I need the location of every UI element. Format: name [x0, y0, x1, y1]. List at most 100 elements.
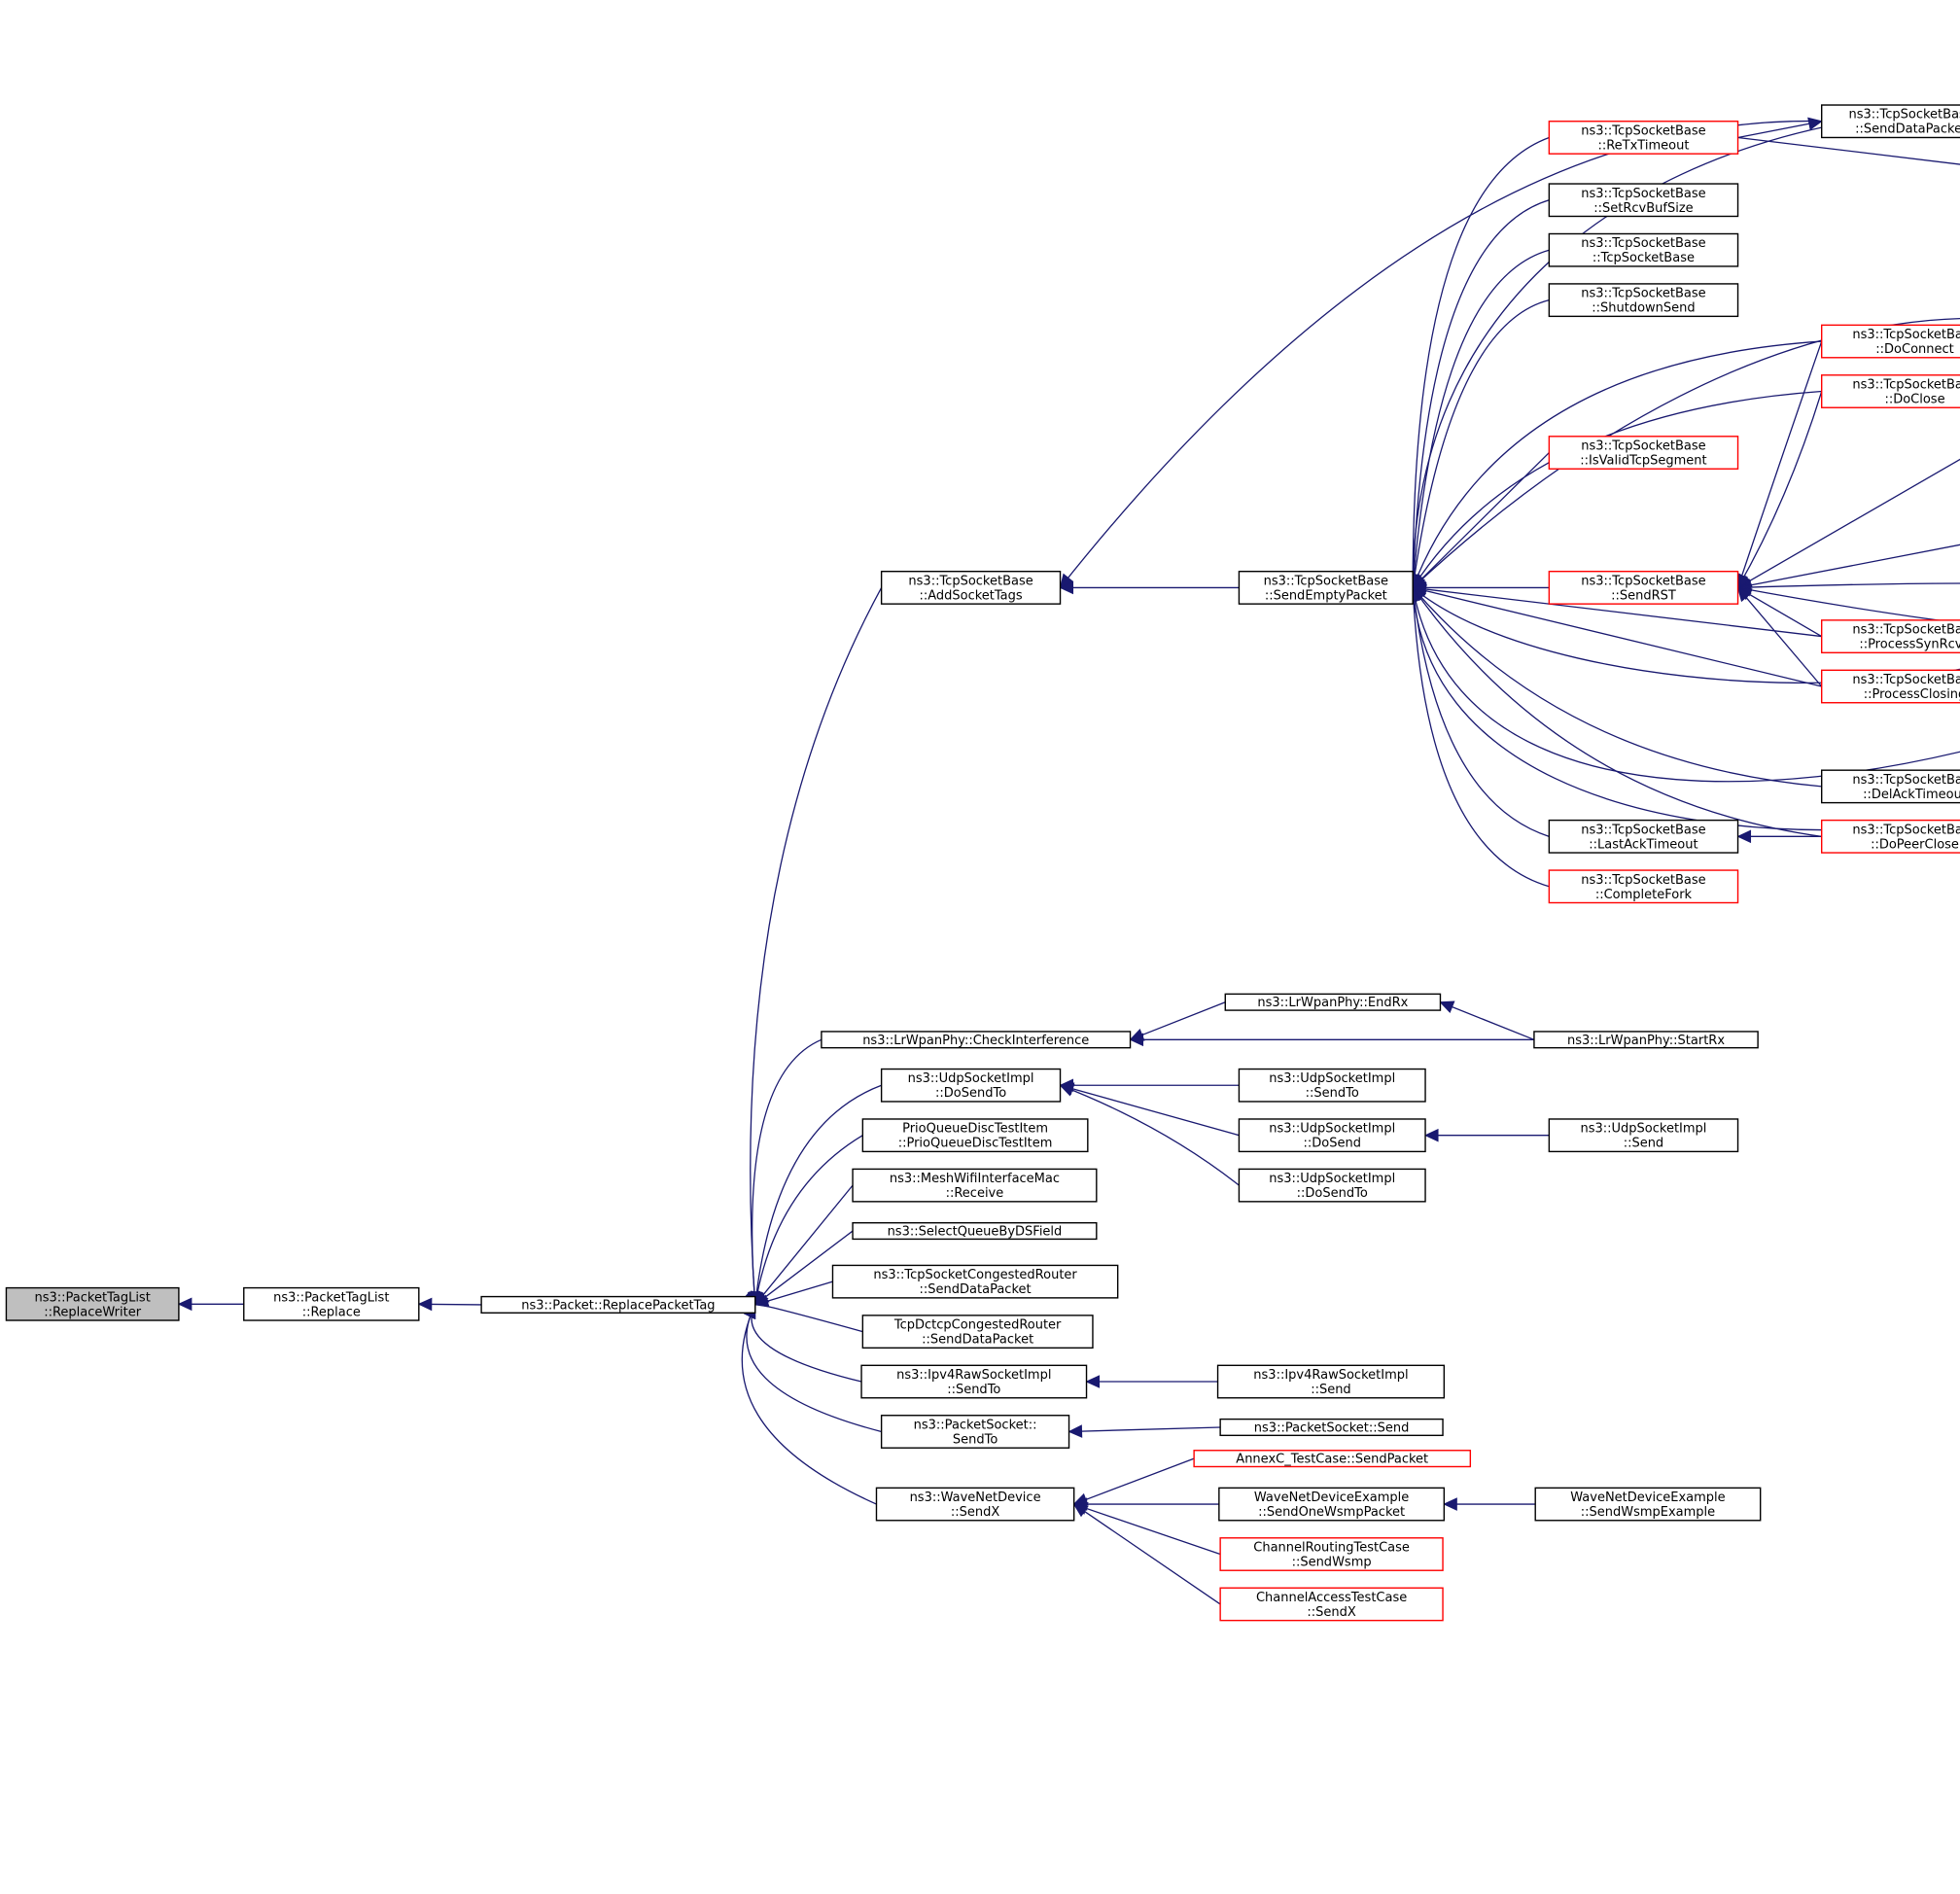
node-box	[1821, 324, 1960, 359]
node-label-line: ns3::TcpSocketBase	[1581, 236, 1705, 251]
node-pkt-rpt[interactable]: ns3::Packet::ReplacePacketTag	[480, 1295, 756, 1315]
node-label-line: ns3::TcpSocketBase	[1852, 823, 1960, 837]
edge-n_annexc-to-n_wave_sendx	[1073, 1457, 1195, 1505]
node-delacktimeout[interactable]: ns3::TcpSocketBase::DelAckTimeout	[1821, 769, 1960, 804]
node-box	[1821, 769, 1960, 804]
node-pktsock-sendto[interactable]: ns3::PacketSocket::SendTo	[880, 1415, 1070, 1449]
node-retxtimeout[interactable]: ns3::TcpSocketBase::ReTxTimeout	[1548, 121, 1739, 155]
node-doclose[interactable]: ns3::TcpSocketBase::DoClose	[1821, 374, 1960, 408]
node-pktsock-send[interactable]: ns3::PacketSocket::Send	[1219, 1418, 1444, 1437]
node-box	[1219, 1418, 1444, 1437]
node-udp-sendto[interactable]: ns3::UdpSocketImpl::SendTo	[1238, 1068, 1426, 1103]
node-udp-send[interactable]: ns3::UdpSocketImpl::Send	[1548, 1118, 1739, 1153]
node-tcpsocketbase[interactable]: ns3::TcpSocketBase::TcpSocketBase	[1548, 232, 1739, 267]
arrowhead-n_startrx-to-n_checkinterference	[1129, 1033, 1144, 1047]
node-selectqueue[interactable]: ns3::SelectQueueByDSField	[852, 1222, 1098, 1241]
edge-n_receiveddata-to-n_sendemptypacket	[1412, 586, 1960, 684]
node-label-line: ns3::TcpSocketBase	[1581, 123, 1705, 138]
node-label-line: ns3::TcpSocketBase	[1852, 328, 1960, 342]
node-label-line: ns3::LrWpanPhy::StartRx	[1567, 1034, 1725, 1048]
node-box	[1548, 436, 1739, 470]
node-label-line: ::SendEmptyPacket	[1265, 588, 1387, 603]
node-box	[1548, 819, 1739, 854]
node-label-line: ns3::TcpSocketBase	[1581, 823, 1705, 837]
arrowhead-n_udp_send-to-n_udp_dosend	[1423, 1128, 1439, 1142]
node-sendrst[interactable]: ns3::TcpSocketBase::SendRST	[1548, 571, 1739, 605]
edge-n_prioqueue-to-n_pkt_rpt	[754, 1135, 863, 1306]
node-isvalidtcpsegment[interactable]: ns3::TcpSocketBase::IsValidTcpSegment	[1548, 436, 1739, 470]
node-wave-wsmpex[interactable]: WaveNetDeviceExample::SendWsmpExample	[1534, 1487, 1762, 1522]
node-label-line: ::DoConnect	[1875, 342, 1953, 357]
node-chanaccess[interactable]: ChannelAccessTestCase::SendX	[1219, 1587, 1444, 1622]
arrowhead-n_pkt_rpt-to-n_ptl_replace	[417, 1297, 433, 1312]
node-lastacktimeout[interactable]: ns3::TcpSocketBase::LastAckTimeout	[1548, 819, 1739, 854]
node-label-line: ::IsValidTcpSegment	[1580, 454, 1706, 469]
node-startrx[interactable]: ns3::LrWpanPhy::StartRx	[1533, 1031, 1759, 1049]
node-wave-sendx[interactable]: ns3::WaveNetDevice::SendX	[875, 1487, 1075, 1522]
node-completefork[interactable]: ns3::TcpSocketBase::CompleteFork	[1548, 869, 1739, 904]
node-sendemptypacket[interactable]: ns3::TcpSocketBase::SendEmptyPacket	[1238, 571, 1414, 605]
node-label-line: ::DoClose	[1884, 393, 1944, 407]
node-doconnect[interactable]: ns3::TcpSocketBase::DoConnect	[1821, 324, 1960, 359]
node-endrx[interactable]: ns3::LrWpanPhy::EndRx	[1224, 993, 1442, 1011]
node-tcpcongrouter[interactable]: ns3::TcpSocketCongestedRouter::SendDataP…	[831, 1264, 1119, 1299]
node-label-line: ::DoPeerClose	[1871, 837, 1959, 852]
node-box	[1238, 571, 1414, 605]
node-label-line: ns3::LrWpanPhy::EndRx	[1257, 996, 1408, 1010]
edge-n_doclose-to-n_sendemptypacket	[1412, 390, 1822, 588]
node-addsockettags[interactable]: ns3::TcpSocketBase::AddSocketTags	[880, 571, 1062, 605]
node-label-line: ::AddSocketTags	[919, 588, 1022, 603]
edge-n_wave_sendx-to-n_pkt_rpt	[741, 1304, 877, 1505]
node-shutdownsend[interactable]: ns3::TcpSocketBase::ShutdownSend	[1548, 283, 1739, 318]
node-label-line: ::DoSend	[1303, 1137, 1360, 1151]
node-label-line: ::Send	[1311, 1383, 1351, 1397]
node-box	[1821, 619, 1960, 653]
node-wave-onewsmp[interactable]: WaveNetDeviceExample::SendOneWsmpPacket	[1218, 1487, 1446, 1522]
node-label-line: ::DoSendTo	[935, 1086, 1006, 1101]
node-label-line: ns3::TcpSocketBase	[1581, 439, 1705, 454]
node-label-line: ns3::TcpSocketBase	[1852, 623, 1960, 638]
node-dopeerclose[interactable]: ns3::TcpSocketBase::DoPeerClose	[1821, 819, 1960, 854]
arrowhead-n_dopeerclose-to-n_lastacktimeout	[1736, 829, 1752, 844]
node-processsynrcvd[interactable]: ns3::TcpSocketBase::ProcessSynRcvd	[1821, 619, 1960, 653]
node-label-line: ::SendTo	[1306, 1086, 1359, 1101]
node-prioqueue[interactable]: PrioQueueDiscTestItem::PrioQueueDiscTest…	[861, 1118, 1089, 1153]
node-label-line: ::LastAckTimeout	[1589, 837, 1698, 852]
node-udp-dosendto[interactable]: ns3::UdpSocketImpl::DoSendTo	[880, 1068, 1062, 1103]
arrowhead-n_senddatapacket-to-n_addsockettags	[1059, 573, 1074, 589]
node-root[interactable]: ns3::PacketTagList::ReplaceWriter	[5, 1286, 180, 1321]
node-box	[852, 1222, 1098, 1241]
node-processclosing[interactable]: ns3::TcpSocketBase::ProcessClosing	[1821, 669, 1960, 704]
node-label-line: PrioQueueDiscTestItem	[902, 1122, 1048, 1137]
edge-n_shutdownsend-to-n_sendemptypacket	[1412, 299, 1550, 588]
node-box	[821, 1031, 1132, 1049]
node-ptl-replace[interactable]: ns3::PacketTagList::Replace	[243, 1286, 420, 1321]
edge-n_pktsock_send-to-n_pktsock_sendto	[1068, 1426, 1221, 1433]
node-label-line: ::SendWsmpExample	[1581, 1505, 1715, 1520]
node-label-line: ::DelAckTimeout	[1863, 788, 1960, 802]
node-udp-dosendto2[interactable]: ns3::UdpSocketImpl::DoSendTo	[1238, 1168, 1426, 1203]
node-annexc[interactable]: AnnexC_TestCase::SendPacket	[1193, 1450, 1472, 1468]
node-box	[1193, 1450, 1472, 1468]
node-label-line: ::SetRcvBufSize	[1593, 201, 1693, 216]
node-label-line: ns3::UdpSocketImpl	[1269, 1172, 1395, 1186]
node-box	[5, 1286, 180, 1321]
node-ipv4raw-send[interactable]: ns3::Ipv4RawSocketImpl::Send	[1216, 1364, 1446, 1399]
arrowhead-n_udp_dosendto2-to-n_udp_dosendto	[1059, 1083, 1075, 1097]
node-label-line: ns3::TcpSocketBase	[1581, 574, 1705, 588]
node-setrcvbufsize[interactable]: ns3::TcpSocketBase::SetRcvBufSize	[1548, 183, 1739, 218]
node-box	[1533, 1031, 1759, 1049]
node-label-line: TcpDctcpCongestedRouter	[893, 1318, 1062, 1333]
node-box	[1238, 1068, 1426, 1103]
node-ipv4raw-sendto[interactable]: ns3::Ipv4RawSocketImpl::SendTo	[860, 1364, 1088, 1399]
edge-n_udp_dosend-to-n_udp_dosendto	[1060, 1084, 1240, 1137]
node-udp-dosend[interactable]: ns3::UdpSocketImpl::DoSend	[1238, 1118, 1426, 1153]
node-tcpdctcp[interactable]: TcpDctcpCongestedRouter::SendDataPacket	[861, 1315, 1094, 1350]
node-senddatapacket[interactable]: ns3::TcpSocketBase::SendDataPacket	[1821, 104, 1960, 139]
node-chanrouting[interactable]: ChannelRoutingTestCase::SendWsmp	[1219, 1537, 1444, 1571]
node-checkinterference[interactable]: ns3::LrWpanPhy::CheckInterference	[821, 1031, 1132, 1049]
node-box	[1216, 1364, 1446, 1399]
node-meshwifi[interactable]: ns3::MeshWifiInterfaceMac::Receive	[852, 1168, 1098, 1203]
edge-n_endrx-to-n_checkinterference	[1130, 1001, 1226, 1040]
